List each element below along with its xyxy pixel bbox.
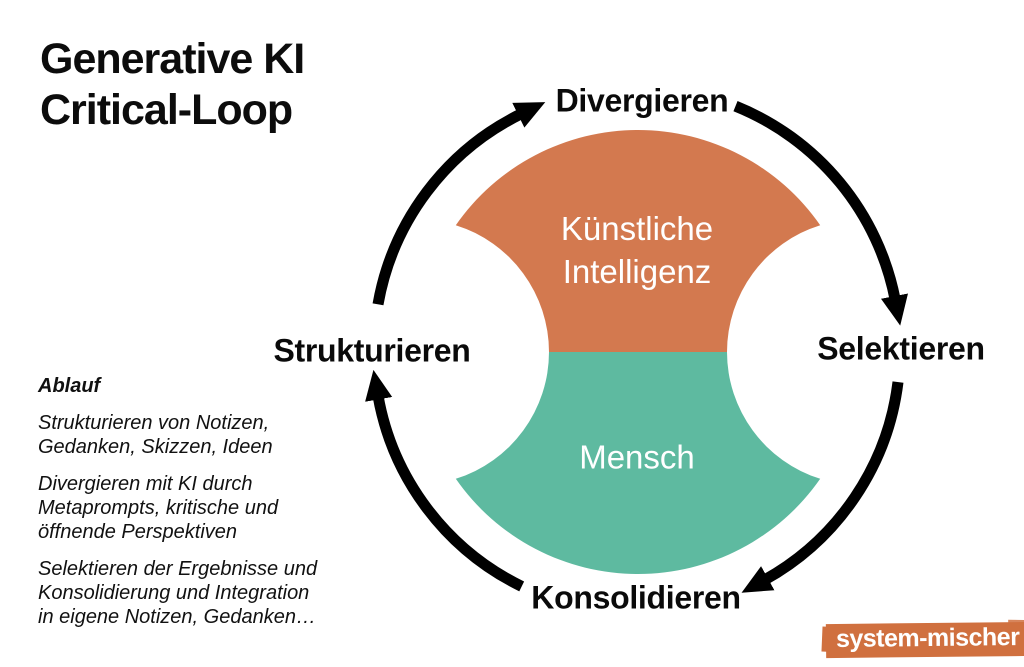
step-label-strukturieren: Strukturieren — [273, 332, 471, 369]
ablauf-paragraph-strukturieren: Strukturieren von Notizen, Gedanken, Ski… — [38, 412, 273, 458]
ablauf-paragraph-divergieren: Divergieren mit KI durch Metaprompts, kr… — [38, 473, 279, 543]
step-label-divergieren: Divergieren — [555, 82, 729, 119]
arrow-selektieren-to-konsolidieren — [741, 381, 904, 593]
actor-label-mensch: Mensch — [579, 438, 695, 476]
system-mischer-logo: system-mischer — [825, 621, 1024, 659]
step-label-selektieren: Selektieren — [817, 330, 985, 367]
logo-text: system-mischer — [835, 623, 1020, 653]
ai-segment-shape — [455, 130, 821, 352]
step-label-konsolidieren: Konsolidieren — [531, 579, 741, 616]
actor-label-kuenstliche-intelligenz: Künstliche Intelligenz — [560, 210, 714, 290]
ablauf-text-block: Ablauf Strukturieren von Notizen, Gedank… — [38, 374, 338, 629]
ablauf-heading: Ablauf — [38, 375, 101, 397]
human-segment-shape — [455, 352, 821, 574]
arrow-konsolidieren-to-strukturieren — [365, 369, 525, 592]
arrow-strukturieren-to-divergieren — [372, 102, 546, 306]
page-title: Generative KI Critical-Loop — [40, 35, 305, 134]
arrow-divergieren-to-selektieren — [733, 101, 908, 326]
ablauf-paragraph-selektieren: Selektieren der Ergebnisse und Konsolidi… — [38, 558, 318, 628]
